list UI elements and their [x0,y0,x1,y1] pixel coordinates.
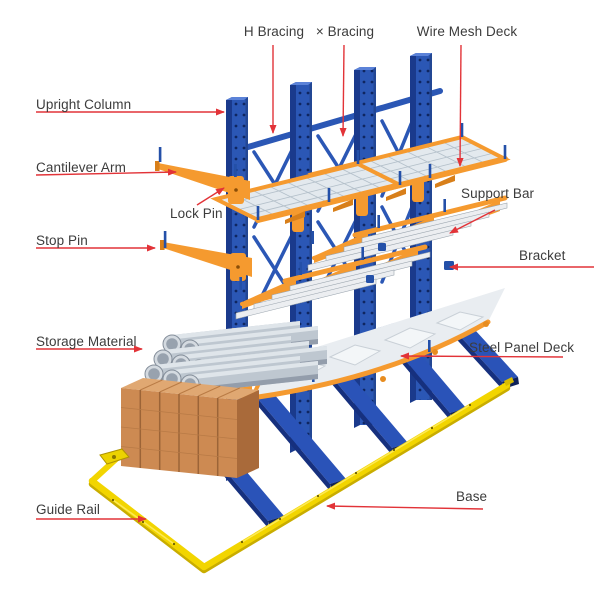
label-guide-rail: Guide Rail [36,502,101,517]
leader-lock-pin [196,187,225,206]
leader-support-bar [449,209,496,234]
label-upright-column: Upright Column [36,97,132,112]
label-stop-pin: Stop Pin [36,233,88,248]
storage-lumber [120,378,259,478]
leader-wire-mesh-deck [456,44,464,167]
label-support-bar: Support Bar [461,186,535,201]
lock-pins-deck-2 [256,150,402,220]
storage-pipes [144,321,327,394]
lock-pin [234,164,237,177]
label-lock-pin: Lock Pin [170,206,223,221]
label-x-bracing: × Bracing [315,24,375,39]
h-bracing-beam [245,88,443,150]
label-h-bracing: H Bracing [243,24,305,39]
label-cantilever-arm: Cantilever Arm [36,160,126,175]
leader-cantilever-arm [35,168,177,176]
support-bars-group-2 [235,244,431,320]
leader-base [326,502,484,510]
leader-lines [35,44,594,523]
label-bracket: Bracket [519,248,566,263]
label-wire-mesh-deck: Wire Mesh Deck [416,24,518,39]
wire-mesh-deck-2 [210,150,406,224]
guide-rail-end-cap [504,377,514,386]
leader-steel-panel-deck [400,352,564,360]
cantilever-arm-stop-pin-level [160,231,252,281]
leader-x-bracing [339,44,347,137]
support-bars-group-1 [307,195,508,272]
label-storage-material: Storage Material [36,334,137,349]
cantilever-arm-top [155,147,250,204]
stop-pin [163,231,167,248]
guide-rail-bracket [99,448,130,465]
label-steel-panel-deck: Steel Panel Deck [469,340,575,355]
label-base: Base [456,489,488,504]
stop-pin-top [158,147,162,162]
